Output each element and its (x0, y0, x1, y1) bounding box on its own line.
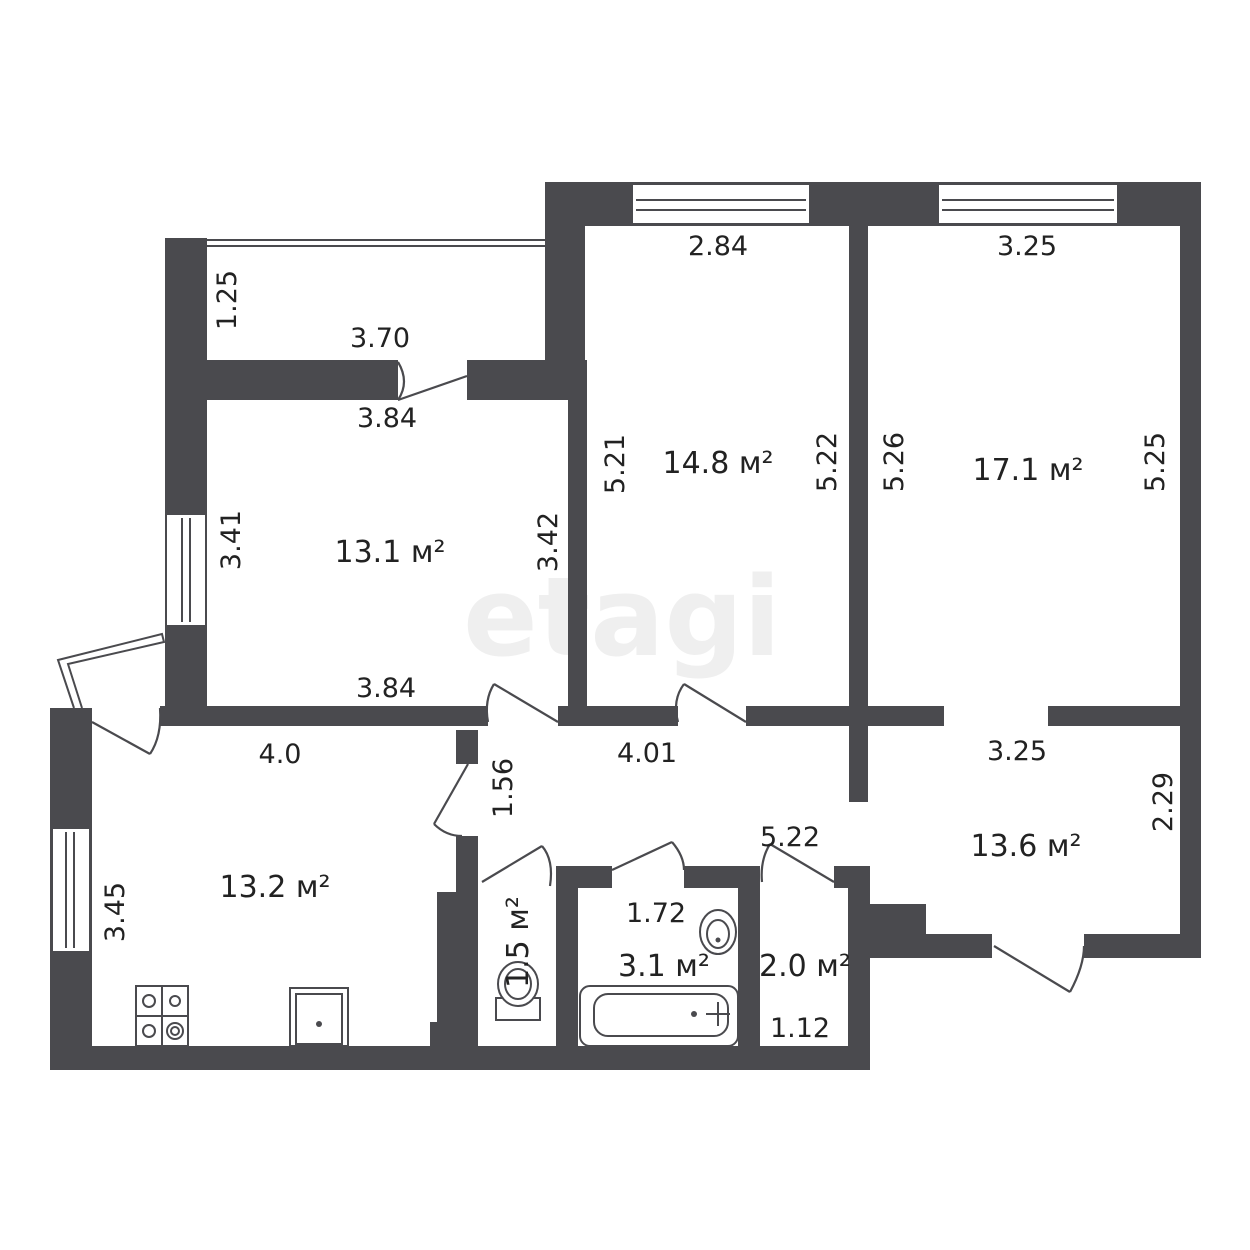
window-room-mid (631, 183, 811, 225)
door-bath (611, 841, 673, 871)
door-balcony (397, 374, 468, 402)
dim-room-mid-left: 5.21 (600, 434, 631, 494)
wall-corridor-a (558, 706, 678, 726)
door-kitchen-exit (91, 721, 151, 755)
area-room-mid: 14.8 м² (663, 446, 774, 481)
dim-storage-width: 1.12 (770, 1013, 830, 1044)
window-room-nw (165, 513, 207, 627)
dimension-labels: 1.25 3.70 3.84 3.41 3.42 3.84 2.84 5.21 … (100, 231, 1179, 1044)
dim-hall-depth: 2.29 (1148, 772, 1179, 832)
wall-room-nw-left (165, 238, 207, 718)
wall-corridor-c (1048, 706, 1201, 726)
dim-balcony-width: 3.70 (350, 323, 410, 354)
dim-kitchen-left: 3.45 (100, 882, 131, 942)
dim-room-nw-left: 3.41 (216, 510, 247, 570)
door-wc (481, 845, 543, 883)
area-labels: 13.1 м² 14.8 м² 17.1 м² 13.2 м² 13.6 м² … (220, 446, 1084, 988)
dim-room-mid-right: 5.22 (812, 432, 843, 492)
area-storage: 2.0 м² (759, 949, 851, 984)
dim-balcony-depth: 1.25 (212, 270, 243, 330)
area-bath: 3.1 м² (618, 949, 710, 984)
fixtures (135, 909, 739, 1047)
wall-kitchen-right (456, 836, 478, 1050)
dim-hall-length: 5.22 (760, 822, 820, 853)
walls (50, 182, 1201, 1070)
wall-wc-bath (556, 866, 578, 1050)
area-kitchen: 13.2 м² (220, 870, 331, 905)
wall-hall-bottom-right (1084, 934, 1201, 958)
wall-room-nw-bottom (160, 706, 488, 726)
wall-kitchen-right-foot (430, 1022, 450, 1050)
doors (56, 361, 1086, 993)
wall-right (1180, 182, 1201, 958)
dim-bath-width: 1.72 (626, 898, 686, 929)
wall-hall-bottom-left (848, 934, 992, 958)
dim-kitchen-top: 4.0 (259, 739, 302, 770)
dim-room-nw-top: 3.84 (357, 403, 417, 434)
dim-room-nw-bottom: 3.84 (356, 673, 416, 704)
wall-storage-right (848, 866, 870, 1070)
wall-bath-storage (738, 866, 760, 1050)
dim-room-ne-top: 3.25 (997, 231, 1057, 262)
dim-corridor-depth: 1.56 (488, 758, 519, 818)
wall-balcony-left (165, 360, 398, 400)
door-kitchen (433, 763, 469, 825)
wall-mid-upper-left (545, 182, 585, 360)
door-room-nw (493, 683, 559, 723)
wall-kitchen-right-top (456, 730, 478, 764)
dim-room-mid-top: 2.84 (688, 231, 748, 262)
dim-corridor-length: 4.01 (617, 738, 677, 769)
door-room-mid (683, 683, 747, 723)
area-hall: 13.6 м² (971, 829, 1082, 864)
door-storage (769, 843, 835, 883)
window-kitchen (51, 827, 91, 953)
wall-bedroom-partition (849, 222, 868, 802)
dim-room-ne-right: 5.25 (1140, 432, 1171, 492)
watermark-logo: etagi (463, 553, 781, 681)
dim-room-nw-right: 3.42 (533, 512, 564, 572)
area-wc: 1.5 м² (501, 896, 536, 988)
door-entrance (993, 945, 1071, 993)
wall-corridor-b (746, 706, 944, 726)
dim-room-ne-left: 5.26 (879, 432, 910, 492)
wall-mid-left (568, 360, 587, 720)
area-room-nw: 13.1 м² (335, 535, 446, 570)
window-room-ne (937, 183, 1119, 225)
windows (51, 183, 1119, 953)
area-room-ne: 17.1 м² (973, 453, 1084, 488)
wall-balcony-right (467, 360, 587, 400)
dim-hall-width: 3.25 (987, 736, 1047, 767)
